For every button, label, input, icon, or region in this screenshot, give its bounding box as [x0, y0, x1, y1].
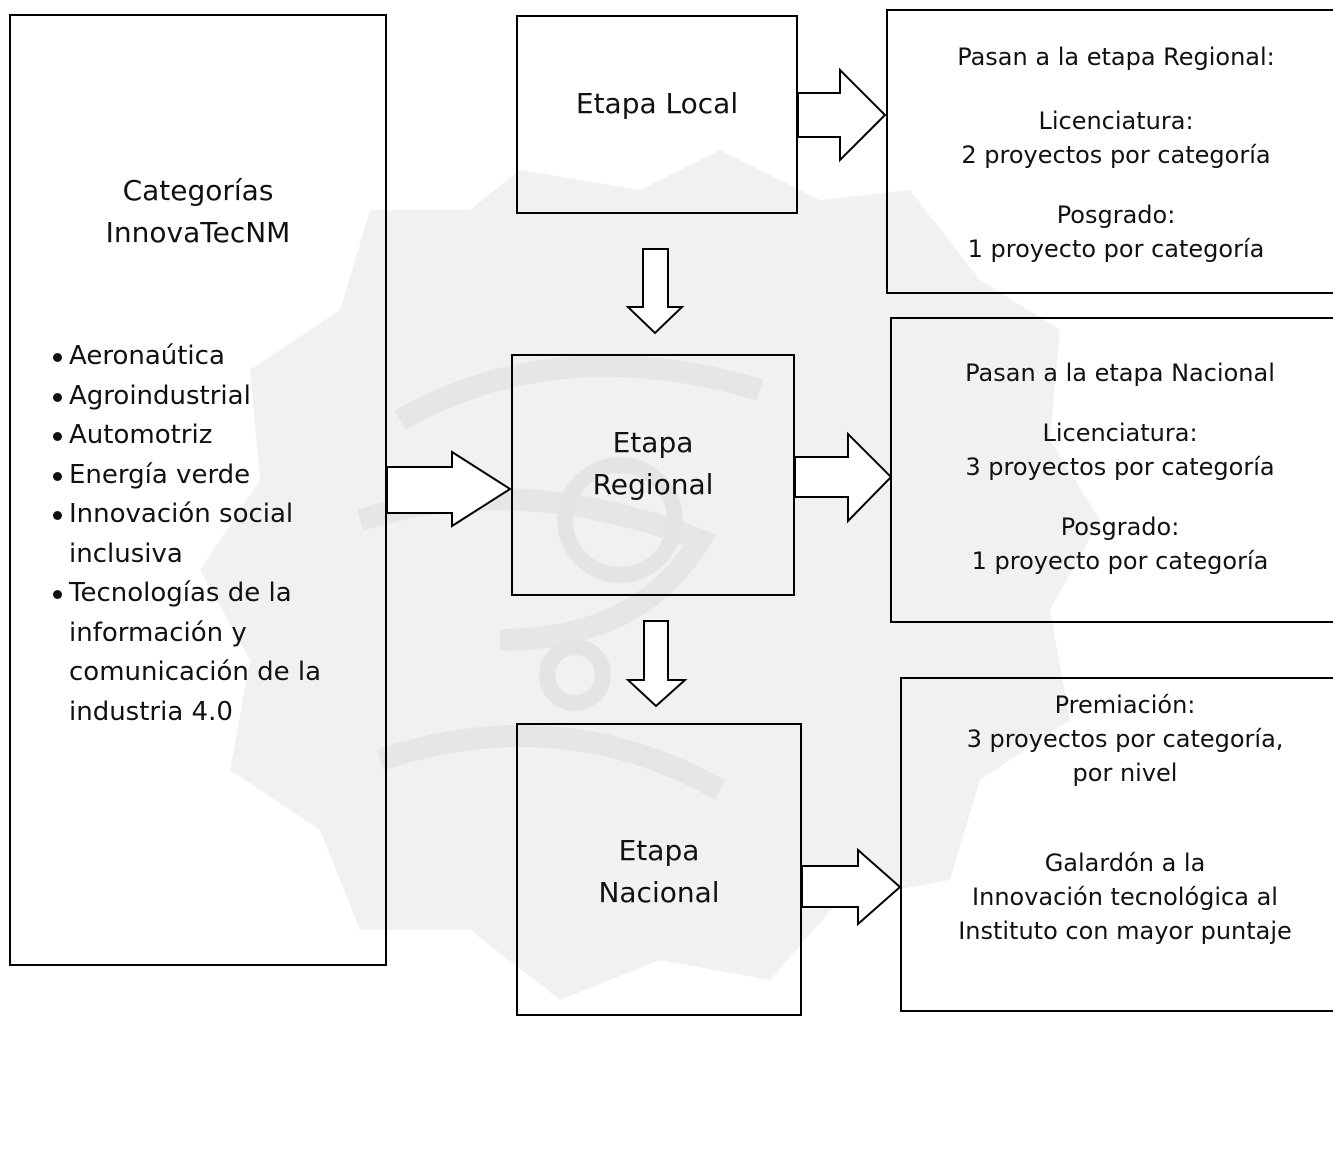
arrow-regional-to-outcome: [794, 431, 893, 524]
list-item: Innovación social inclusiva: [52, 495, 372, 574]
regional-lic-label: Licenciatura:: [1038, 107, 1194, 135]
categories-list: Aeronaútica Agroindustrial Automotriz En…: [52, 337, 372, 732]
nacional-pos-label: Posgrado:: [1060, 513, 1180, 541]
list-item: Agroindustrial: [52, 377, 372, 417]
nacional-outcome-text: Pasan a la etapa Nacional Licenciatura: …: [890, 356, 1333, 578]
categories-title-line2: InnovaTecNM: [105, 216, 291, 249]
premiacion-line1: Premiación:: [1054, 691, 1196, 719]
regional-outcome-box: [886, 9, 1333, 294]
arrow-local-to-regional: [625, 248, 685, 335]
regional-stage-label: Etapa Regional: [511, 422, 795, 506]
nacional-outcome-heading: Pasan a la etapa Nacional: [965, 359, 1275, 387]
arrow-categories-to-regional: [386, 450, 512, 528]
nacional-stage-line1: Etapa: [618, 834, 700, 867]
list-item: Automotriz: [52, 416, 372, 456]
nacional-lic-label: Licenciatura:: [1042, 419, 1198, 447]
premiacion-line6: Instituto con mayor puntaje: [958, 917, 1292, 945]
regional-outcome-text: Pasan a la etapa Regional: Licenciatura:…: [886, 40, 1333, 266]
nacional-pos-value: 1 proyecto por categoría: [971, 547, 1269, 575]
arrow-nacional-to-premiacion: [801, 847, 902, 927]
list-item: Tecnologías de la información y comunica…: [52, 574, 372, 732]
categories-title-line1: Categorías: [122, 174, 274, 207]
nacional-lic-value: 3 proyectos por categoría: [965, 453, 1275, 481]
premiacion-line3: por nivel: [1072, 759, 1178, 787]
premiacion-box: [900, 677, 1333, 1012]
nacional-stage-line2: Nacional: [598, 876, 720, 909]
regional-outcome-heading: Pasan a la etapa Regional:: [957, 43, 1275, 71]
regional-stage-line2: Regional: [592, 468, 714, 501]
arrow-local-to-outcome: [797, 67, 887, 163]
arrow-regional-to-nacional: [625, 620, 688, 708]
premiacion-line2: 3 proyectos por categoría,: [966, 725, 1284, 753]
premiacion-line5: Innovación tecnológica al: [972, 883, 1278, 911]
categories-title: Categorías InnovaTecNM: [10, 170, 386, 254]
list-item: Energía verde: [52, 456, 372, 496]
nacional-outcome-box: [890, 317, 1333, 623]
regional-pos-value: 1 proyecto por categoría: [967, 235, 1265, 263]
regional-stage-line1: Etapa: [612, 426, 694, 459]
list-item: Aeronaútica: [52, 337, 372, 377]
regional-pos-label: Posgrado:: [1056, 201, 1176, 229]
regional-lic-value: 2 proyectos por categoría: [961, 141, 1271, 169]
local-stage-label: Etapa Local: [575, 87, 739, 120]
premiacion-text: Premiación: 3 proyectos por categoría, p…: [900, 688, 1333, 948]
premiacion-line4: Galardón a la: [1044, 849, 1206, 877]
nacional-stage-label: Etapa Nacional: [516, 830, 802, 914]
